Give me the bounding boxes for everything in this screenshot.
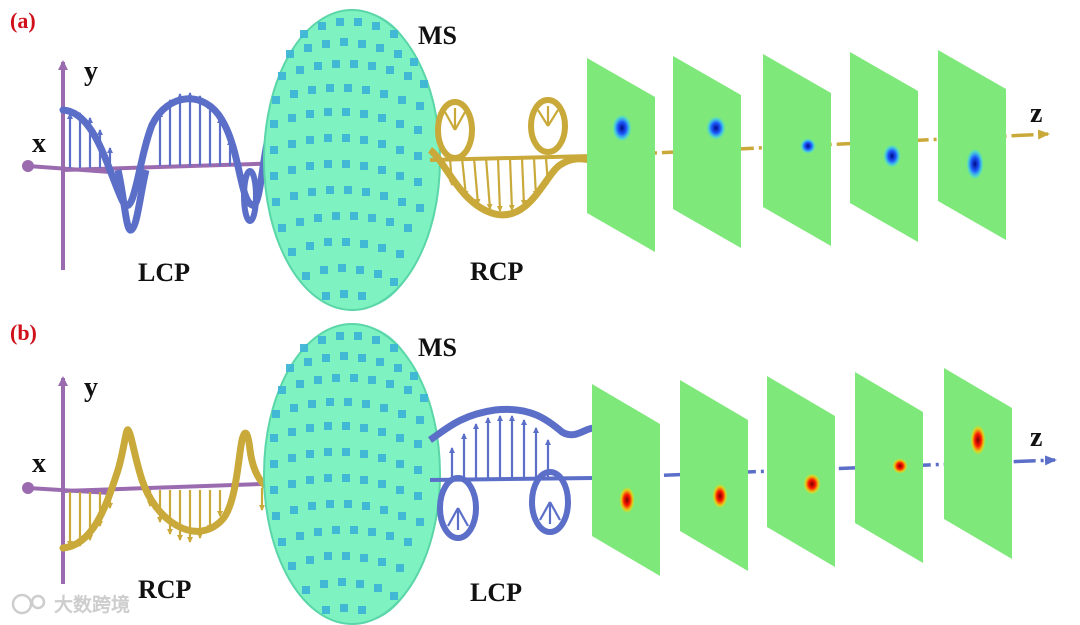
input-polarization-label: LCP: [138, 258, 190, 287]
output-propagation-axis: [429, 476, 595, 482]
field-vectors: [67, 488, 289, 547]
y-axis-label: y: [84, 56, 98, 87]
output-polarization-label: RCP: [470, 257, 524, 286]
panel-a: (a) y x: [10, 8, 1050, 311]
z-axis-label: z: [1030, 98, 1042, 129]
field-plane-1: [587, 58, 655, 252]
helix-loop-2: [528, 97, 568, 155]
x-axis-end: [22, 482, 34, 494]
output-propagation-axis: [429, 154, 593, 162]
nanopillars: [270, 332, 428, 614]
watermark: 大数跨境: [11, 593, 130, 616]
field-planes: [587, 50, 1006, 252]
watermark-text: 大数跨境: [54, 593, 130, 616]
field-plane-4: [855, 372, 923, 563]
output-polarization-label: LCP: [470, 578, 522, 607]
field-planes: [592, 368, 1012, 576]
metasurface-label: MS: [418, 333, 457, 362]
field-vectors: [447, 415, 561, 530]
helix-upper: [428, 405, 595, 443]
metasurface-label: MS: [418, 21, 457, 50]
field-plane-5: [944, 368, 1012, 559]
field-plane-4: [850, 52, 918, 242]
output-wave: [428, 405, 595, 541]
field-plane-3: [767, 376, 835, 567]
helix-lower: [114, 169, 150, 234]
nanopillars: [270, 18, 428, 300]
output-wave: [427, 97, 593, 219]
panel-b: (b) y x: [10, 320, 1057, 625]
panel-label: (a): [10, 8, 36, 33]
field-plane-2: [673, 56, 741, 248]
z-axis-label: z: [1030, 422, 1042, 453]
panel-label: (b): [10, 320, 37, 345]
helix-loop-2: [529, 469, 571, 535]
x-axis-label: x: [32, 128, 46, 159]
field-vectors: [444, 106, 559, 212]
x-axis-end: [22, 160, 34, 172]
field-plane-3: [763, 54, 831, 246]
field-plane-1: [592, 384, 660, 576]
helix-loop: [241, 168, 259, 224]
metasurface: [263, 323, 441, 625]
metasurface-disk: [263, 323, 441, 625]
watermark-logo-icon: [11, 593, 33, 615]
field-plane-5: [938, 50, 1006, 240]
input-wave: [59, 426, 302, 552]
input-polarization-label: RCP: [138, 575, 192, 604]
metasurface: [263, 9, 441, 311]
field-plane-2: [680, 380, 748, 571]
x-axis-label: x: [32, 448, 46, 479]
y-axis-label: y: [84, 372, 98, 403]
